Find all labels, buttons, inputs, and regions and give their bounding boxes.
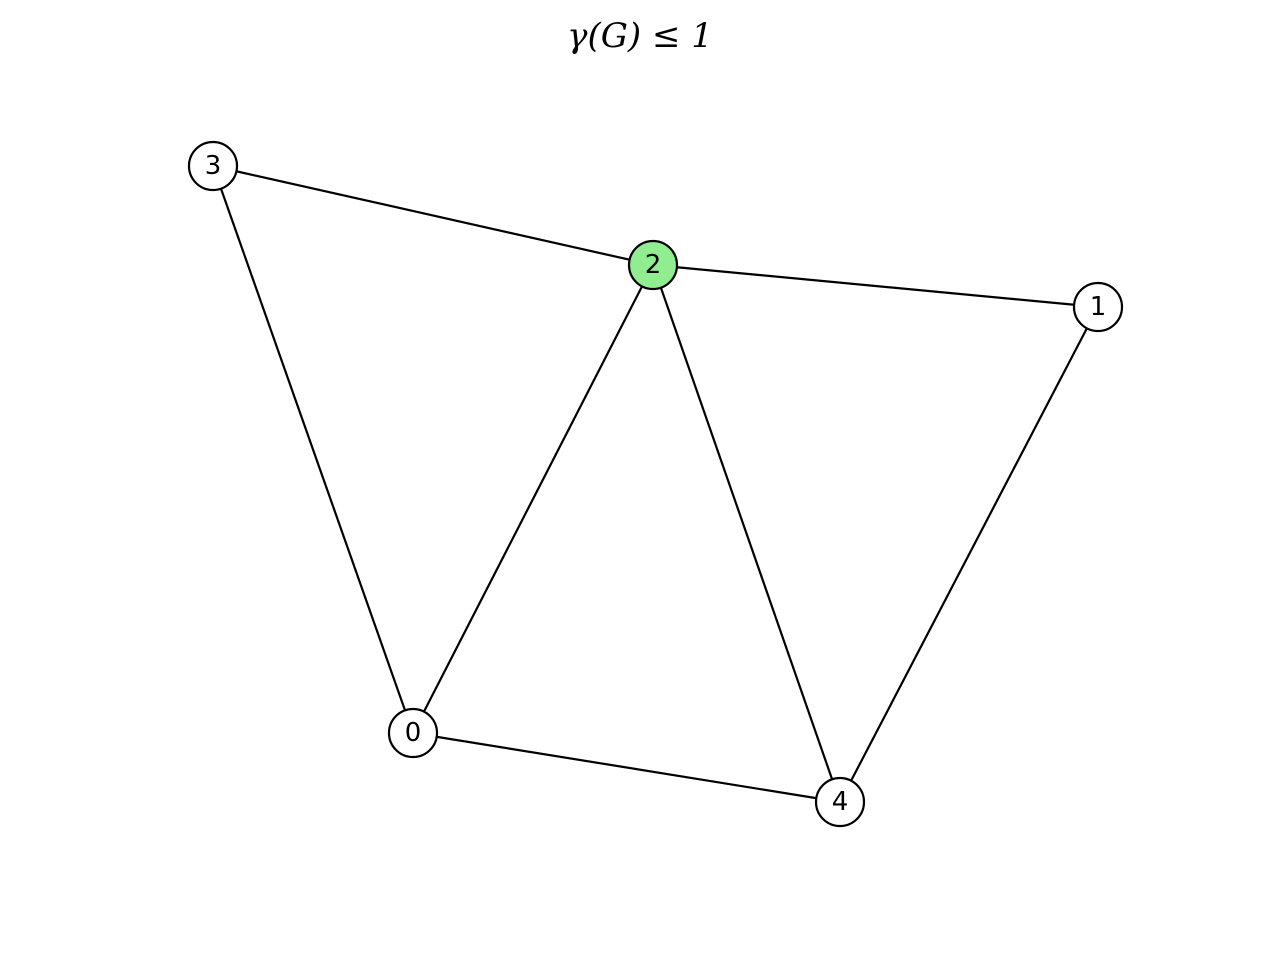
- graph-title: γ(G) ≤ 1: [567, 16, 713, 56]
- node-label-1: 1: [1090, 292, 1107, 322]
- node-label-4: 4: [832, 787, 849, 817]
- node-label-3: 3: [205, 151, 222, 181]
- node-2: 2: [627, 239, 679, 291]
- edge-0-4: [412, 731, 841, 804]
- node-circle-4: [814, 776, 866, 828]
- edge-3-2: [212, 164, 654, 267]
- node-circle-0: [387, 707, 439, 759]
- node-circle-1: [1072, 281, 1124, 333]
- edge-1-4: [839, 306, 1099, 803]
- edge-2-1: [652, 263, 1099, 309]
- node-circle-2: [627, 239, 679, 291]
- node-4: 4: [814, 776, 866, 828]
- edge-2-4: [651, 264, 842, 803]
- node-3: 3: [187, 140, 239, 192]
- node-circle-3: [187, 140, 239, 192]
- node-label-0: 0: [405, 718, 422, 748]
- edge-3-0: [211, 165, 415, 734]
- node-label-2: 2: [645, 250, 662, 280]
- nodes-layer: 0 1 2 3 4: [187, 140, 1124, 828]
- edge-2-0: [412, 264, 654, 734]
- node-0: 0: [387, 707, 439, 759]
- node-1: 1: [1072, 281, 1124, 333]
- edges-layer: [211, 164, 1099, 804]
